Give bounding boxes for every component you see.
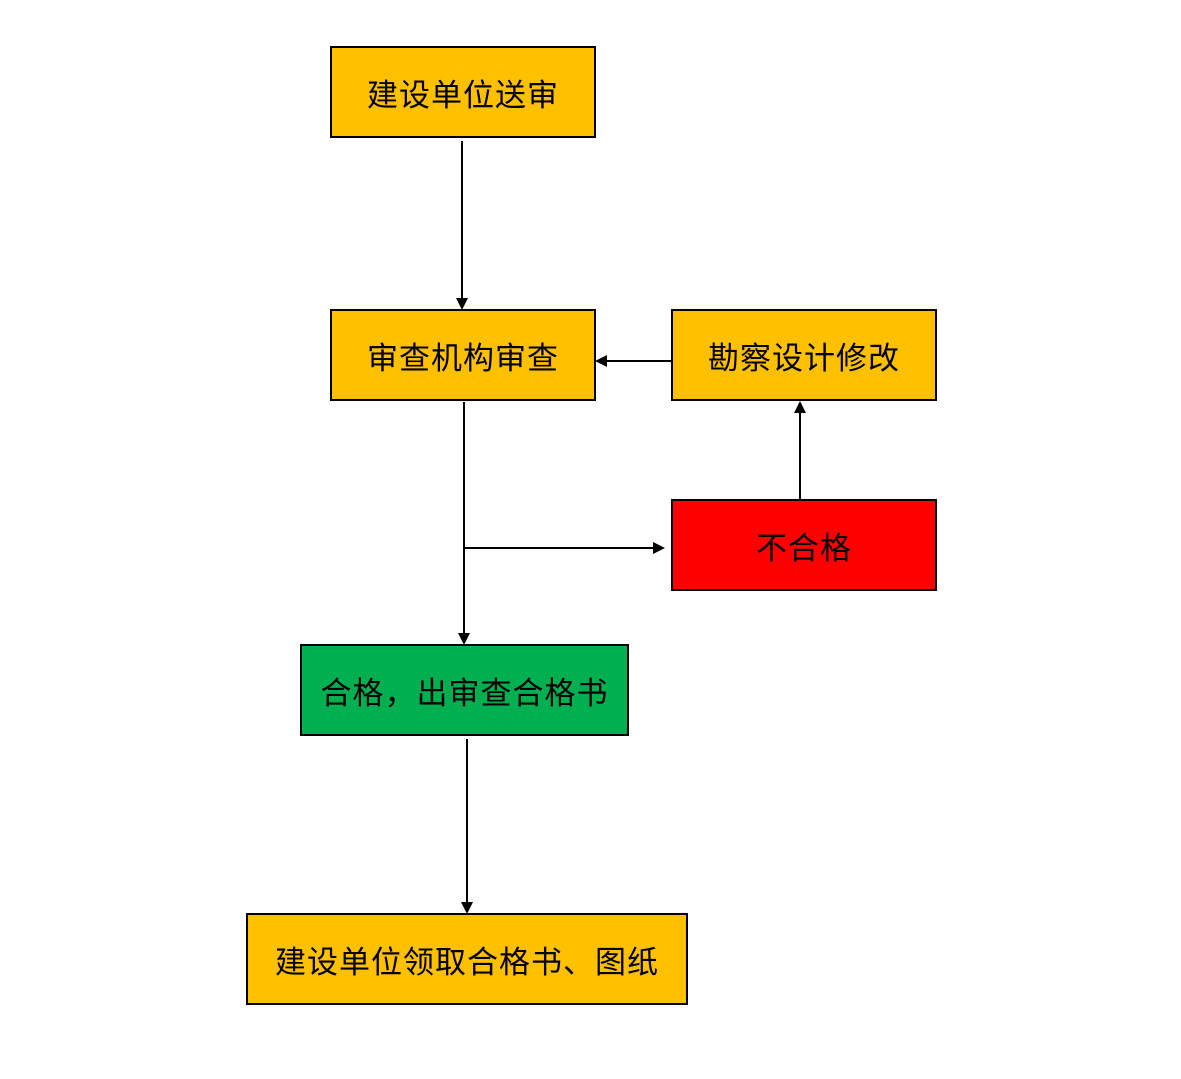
node-collect-label: 建设单位领取合格书、图纸 xyxy=(275,944,659,981)
node-review-label: 审查机构审查 xyxy=(367,340,559,377)
node-pass: 合格，出审查合格书 xyxy=(300,644,629,736)
node-collect: 建设单位领取合格书、图纸 xyxy=(246,913,688,1005)
node-pass-label: 合格，出审查合格书 xyxy=(320,675,609,712)
node-fail: 不合格 xyxy=(671,499,937,591)
node-submit-label: 建设单位送审 xyxy=(367,77,559,114)
node-review: 审查机构审查 xyxy=(330,309,596,401)
node-revise: 勘察设计修改 xyxy=(671,309,937,401)
node-revise-label: 勘察设计修改 xyxy=(708,340,900,377)
node-submit: 建设单位送审 xyxy=(330,46,596,138)
node-fail-label: 不合格 xyxy=(756,530,852,567)
